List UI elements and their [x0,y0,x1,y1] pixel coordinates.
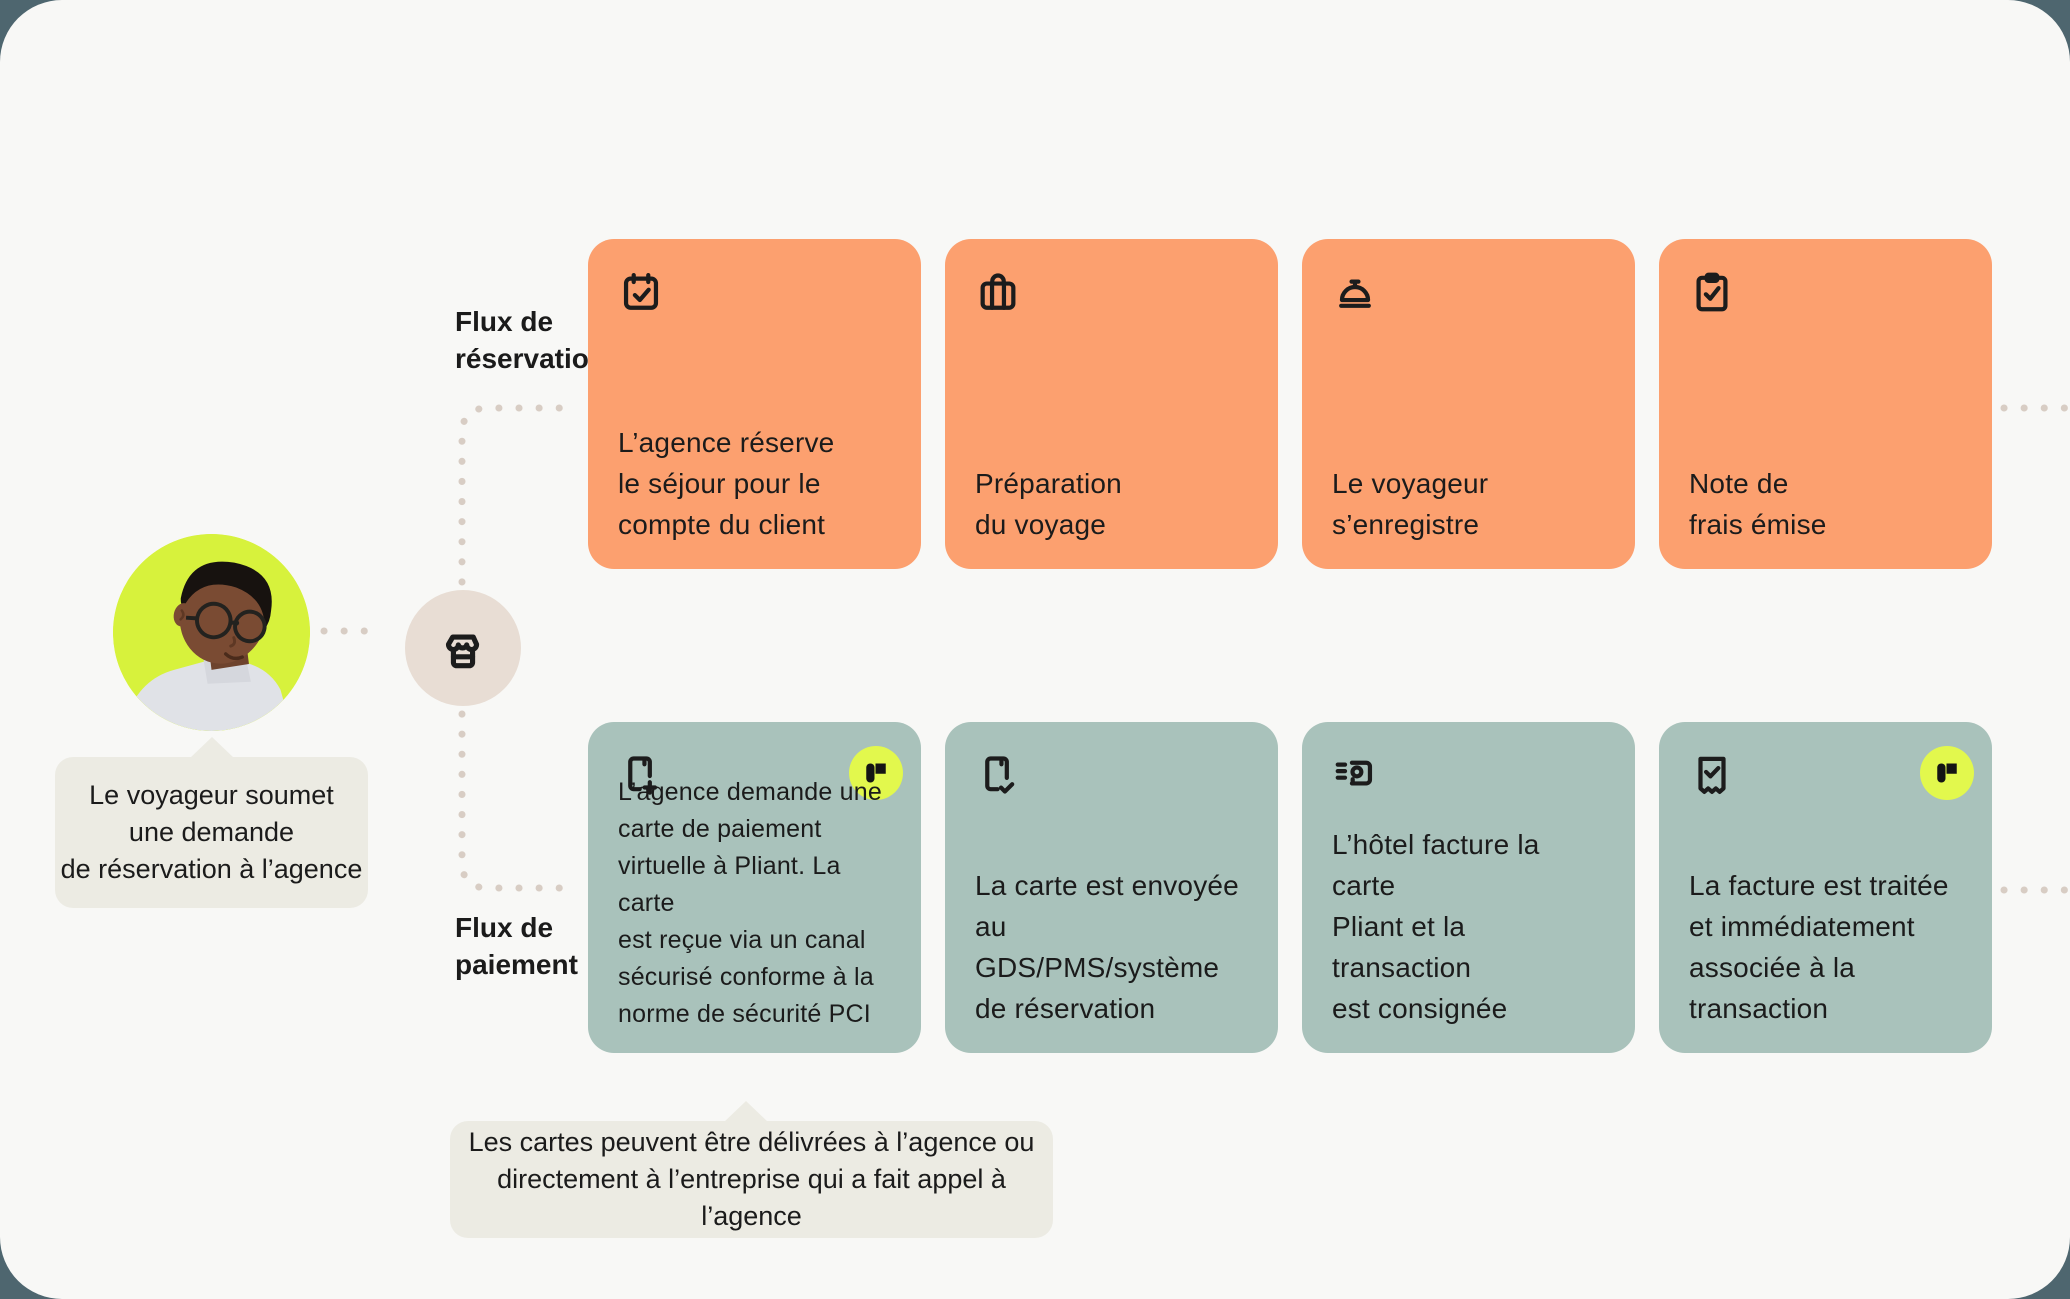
bubble-tail [189,737,235,759]
booking-card-checkin: Le voyageur s’enregistre [1302,239,1635,569]
reception-bell-icon [1332,269,1378,315]
card-transaction-icon [1332,752,1378,798]
card-text: L’hôtel facture la carte Pliant et la tr… [1332,829,1540,1024]
payment-card-request: L’agence demande une carte de paiement v… [588,722,921,1053]
bubble-tail [723,1101,769,1123]
card-check-icon [975,752,1021,798]
payment-card-invoice-matched: La facture est traitée et immédiatement … [1659,722,1992,1053]
briefcase-icon [975,269,1021,315]
booking-card-preparation: Préparation du voyage [945,239,1278,569]
traveler-caption-bubble: Le voyageur soumet une demande de réserv… [55,737,368,908]
payment-card-hotel-charge: L’hôtel facture la carte Pliant et la tr… [1302,722,1635,1053]
card-text: Note de frais émise [1689,468,1827,540]
card-text: L’agence réserve le séjour pour le compt… [618,427,835,540]
clipboard-check-icon [1689,269,1735,315]
card-text: La carte est envoyée au GDS/PMS/système … [975,870,1239,1024]
traveler-photo [113,534,310,731]
traveler-avatar [113,534,310,731]
payment-flow-label: Flux de paiement [455,912,578,980]
card-text: La facture est traitée et immédiatement … [1689,870,1949,1024]
footnote-text: Les cartes peuvent être délivrées à l’ag… [468,1127,1035,1231]
card-add-icon [618,752,664,798]
receipt-check-icon [1689,752,1735,798]
pliant-logo-badge [849,746,903,800]
booking-flow-label: Flux de réservation [455,306,606,374]
card-text: Préparation du voyage [975,468,1122,540]
cards-delivery-footnote-bubble: Les cartes peuvent être délivrées à l’ag… [450,1101,1053,1238]
pliant-logo-icon [866,763,886,783]
pliant-logo-badge [1920,746,1974,800]
card-text: L’agence demande une carte de paiement v… [618,778,882,1028]
agency-hub [405,590,521,706]
storefront-icon [445,634,480,669]
card-text: Le voyageur s’enregistre [1332,468,1489,540]
booking-card-expense-note: Note de frais émise [1659,239,1992,569]
calendar-check-icon [618,269,664,315]
booking-card-reservation: L’agence réserve le séjour pour le compt… [588,239,921,569]
payment-card-sent-gds: La carte est envoyée au GDS/PMS/système … [945,722,1278,1053]
traveler-caption-text: Le voyageur soumet une demande de réserv… [60,780,363,884]
pliant-logo-icon [1937,763,1957,783]
